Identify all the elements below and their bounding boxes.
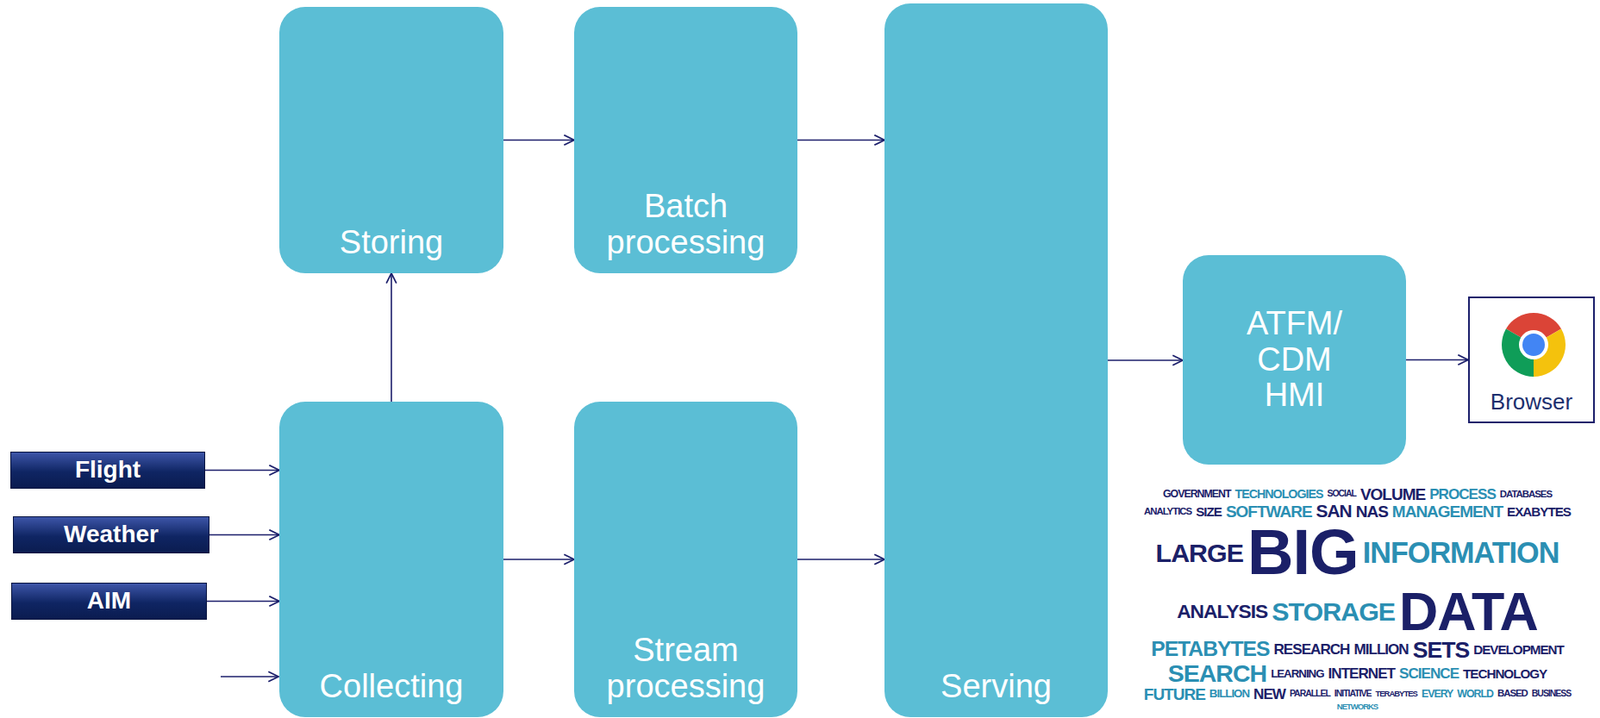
cloud-word: DEVELOPMENT (1473, 643, 1564, 657)
cloud-word: STORAGE (1271, 598, 1395, 625)
cloud-word: LEARNING (1270, 668, 1324, 680)
node-label: Serving (940, 668, 1052, 706)
cloud-word: SCIENCE (1399, 666, 1459, 682)
flow-arrow (205, 469, 280, 472)
cloud-word: TERABYTES (1375, 689, 1418, 699)
node-label: Collecting (319, 668, 464, 706)
flow-arrow (797, 558, 885, 561)
cloud-word: DATA (1399, 584, 1538, 639)
cloud-word: MANAGEMENT (1392, 503, 1503, 520)
source-button: Flight (10, 451, 206, 489)
cloud-word: BASED (1497, 688, 1528, 699)
word-cloud: GOVERNMENTTECHNOLOGIESSOCIAL VOLUME PROCES… (1139, 482, 1575, 714)
flow-arrow (1107, 359, 1183, 362)
cloud-word: PROCESS (1429, 487, 1496, 502)
node-label: Browser (1490, 389, 1573, 415)
process-box: ATFM/ CDM HMI (1182, 255, 1407, 465)
flow-arrow (209, 534, 280, 537)
cloud-word: PARALLEL (1289, 689, 1331, 699)
cloud-word: BUSINESS (1531, 689, 1571, 699)
cloud-word: MILLION (1353, 642, 1408, 657)
node-label: Batch processing (586, 188, 786, 262)
cloud-word: ANALYSIS (1176, 601, 1268, 622)
cloud-word: SAN (1316, 502, 1352, 521)
cloud-word: WORLD (1456, 688, 1494, 700)
process-box: Collecting (279, 401, 504, 718)
cloud-word: ANALYTICS (1143, 506, 1192, 517)
cloud-word: VOLUME (1360, 486, 1425, 503)
source-button: AIM (11, 582, 207, 620)
process-box: Batch processing (574, 6, 798, 274)
flow-arrow (390, 273, 393, 402)
node-label: Flight (75, 456, 141, 484)
cloud-word: BILLION (1209, 687, 1250, 700)
cloud-word: DATABASES (1500, 489, 1552, 500)
flow-arrow (503, 558, 575, 561)
cloud-word: INFORMATION (1362, 537, 1560, 568)
cloud-word: INITIATIVE (1334, 689, 1372, 699)
cloud-word: INTERNET (1328, 666, 1395, 682)
cloud-word: FUTURE (1143, 686, 1206, 703)
cloud-word: EVERY (1421, 688, 1453, 700)
cloud-word: BIG (1247, 520, 1359, 585)
cloud-word: NEW (1253, 687, 1286, 702)
chrome-icon (1501, 312, 1566, 377)
process-box: Storing (279, 6, 504, 274)
flow-arrow (1406, 359, 1469, 362)
source-button: Weather (12, 516, 210, 554)
cloud-word: EXABYTES (1506, 505, 1571, 519)
cloud-word: RESEARCH (1274, 642, 1350, 657)
browser-box: Browser (1468, 296, 1595, 424)
cloud-word: TECHNOLOGIES (1234, 487, 1323, 500)
cloud-word: PETABYTES (1150, 638, 1269, 661)
flow-arrow (206, 600, 280, 603)
cloud-word: NAS (1356, 503, 1388, 520)
cloud-word: GOVERNMENT (1162, 488, 1231, 500)
cloud-word: SIZE (1195, 505, 1222, 519)
node-label: Stream processing (586, 632, 786, 706)
node-label: Weather (63, 521, 159, 549)
cloud-word: NETWORKS (1337, 702, 1378, 712)
cloud-word: SETS (1412, 638, 1469, 663)
cloud-word: SEARCH (1168, 661, 1267, 687)
node-label: ATFM/ CDM HMI (1234, 306, 1356, 414)
process-box: Serving (884, 3, 1108, 718)
flow-arrow (503, 139, 575, 142)
cloud-word: TECHNOLOGY (1462, 667, 1547, 681)
process-box: Stream processing (574, 401, 798, 718)
cloud-word: SOFTWARE (1225, 503, 1313, 520)
node-label: AIM (87, 587, 132, 615)
cloud-word: SOCIAL (1326, 489, 1356, 499)
input-arrow (220, 675, 279, 678)
node-label: Storing (339, 225, 444, 262)
flow-arrow (797, 139, 885, 142)
cloud-word: LARGE (1156, 539, 1244, 566)
